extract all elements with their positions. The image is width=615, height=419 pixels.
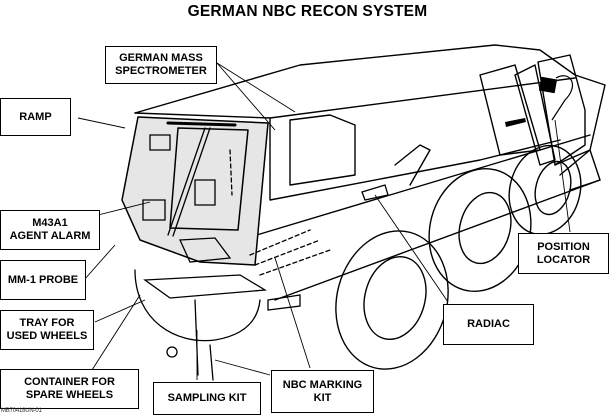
callout-m43a1-agent-alarm: M43A1 AGENT ALARM <box>0 210 100 250</box>
leader-radiac <box>374 194 449 303</box>
ramp-lower-vent <box>179 237 232 263</box>
roof-hatch <box>479 64 541 156</box>
hull-side-upper <box>269 117 561 201</box>
callout-radiac: RADIAC <box>443 304 534 345</box>
callout-label: M43A1 AGENT ALARM <box>9 217 91 242</box>
wheel-middle-hub <box>458 191 512 265</box>
radiac-box <box>361 184 389 201</box>
callout-container-for-spare-wheels: CONTAINER FOR SPARE WHEELS <box>0 369 139 409</box>
spare-wheel-container <box>134 269 261 342</box>
radiac-device <box>505 118 526 127</box>
callout-nbc-marking-kit: NBC MARKING KIT <box>271 370 374 413</box>
leader-mass-spectrometer <box>216 62 296 113</box>
leader-mass-spectrometer-2 <box>216 62 276 131</box>
sampling-kit-pole <box>194 299 199 376</box>
callout-sampling-kit: SAMPLING KIT <box>153 382 261 415</box>
front-dashed-detail <box>249 229 331 276</box>
marking-kit-flag <box>209 344 214 381</box>
callout-label: SAMPLING KIT <box>167 392 247 404</box>
leader-ramp <box>77 117 126 129</box>
interior-seat <box>394 144 431 186</box>
ramp-cable <box>167 127 206 236</box>
wheel-front <box>335 230 449 370</box>
diagram-title: GERMAN NBC RECON SYSTEM <box>187 3 428 20</box>
callout-label: RADIAC <box>467 318 510 330</box>
leader-position-locator <box>554 119 571 233</box>
callout-label: MM-1 PROBE <box>7 273 79 286</box>
ramp-cable-2 <box>172 127 211 237</box>
leader-marking-kit <box>214 359 271 376</box>
leader-marking-kit-2 <box>274 257 311 369</box>
ramp-box-1 <box>142 199 166 221</box>
position-locator-device <box>538 75 574 121</box>
callout-label: TRAY FOR USED WHEELS <box>6 317 88 342</box>
hull-side-lower <box>239 134 591 241</box>
callout-label: NBC MARKING KIT <box>282 378 363 404</box>
leader-mm1-probe <box>83 244 116 281</box>
ramp-bar <box>166 121 237 127</box>
figure-id: MB70418UN-01 <box>1 408 42 414</box>
wheel-front-hub <box>363 255 427 341</box>
hull-roof <box>134 44 606 176</box>
ramp-window <box>149 134 171 151</box>
callout-mm-1-probe: MM-1 PROBE <box>0 260 86 300</box>
ramp-dashed <box>229 149 233 196</box>
leader-m43a1 <box>97 201 151 216</box>
marking-kit-rack <box>267 294 301 311</box>
callout-label: CONTAINER FOR SPARE WHEELS <box>24 376 115 401</box>
leader-container <box>91 294 141 371</box>
sampling-kit-tool <box>166 346 178 358</box>
callout-ramp: RAMP <box>0 98 71 136</box>
callout-german-mass-spectrometer: GERMAN MASS SPECTROMETER <box>105 46 217 84</box>
ramp-inner-frame <box>169 127 249 231</box>
ramp-box-2 <box>194 179 216 206</box>
callout-label: GERMAN MASS SPECTROMETER <box>115 52 207 77</box>
callout-label: RAMP <box>19 110 52 123</box>
rear-hatch <box>514 64 556 166</box>
wheel-rear-hub <box>534 160 572 216</box>
hull-side-bottom <box>274 179 601 301</box>
callout-tray-for-used-wheels: TRAY FOR USED WHEELS <box>0 310 94 350</box>
callout-position-locator: POSITION LOCATOR <box>518 233 609 274</box>
used-wheel-tray <box>143 274 268 299</box>
interior-box <box>289 114 356 186</box>
callout-label: POSITION LOCATOR <box>536 240 591 266</box>
leader-tray <box>94 299 146 323</box>
hull-roof-front-edge <box>134 77 576 119</box>
